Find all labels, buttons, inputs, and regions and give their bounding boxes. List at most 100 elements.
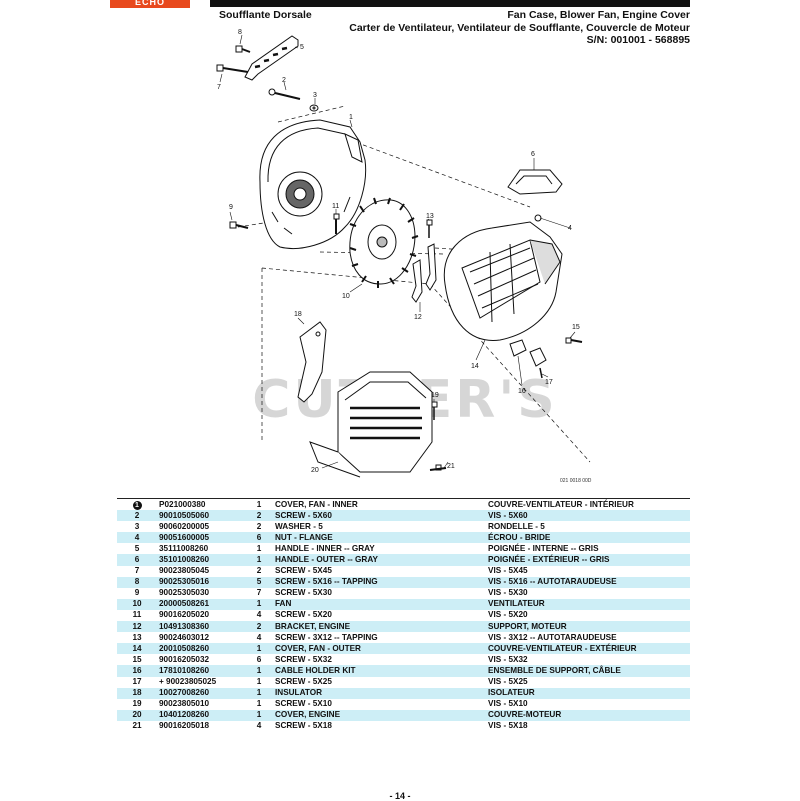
description-en-cell: BRACKET, ENGINE xyxy=(273,621,486,633)
description-fr-cell: COUVRE-VENTILATEUR - EXTÉRIEUR xyxy=(486,643,690,655)
ref-cell: 10 xyxy=(117,598,157,610)
quantity-cell: 2 xyxy=(256,566,262,576)
washer-3 xyxy=(309,104,319,112)
description-fr-cell: SUPPORT, MOTEUR xyxy=(486,621,690,633)
screw-13 xyxy=(426,219,433,238)
page-number: - 14 - xyxy=(389,791,411,801)
description-fr-cell: VIS - 5X30 xyxy=(488,588,528,598)
quantity-cell: 2 xyxy=(245,510,273,522)
description-en-cell: HANDLE - OUTER -- GRAY xyxy=(273,554,486,566)
part-number-cell: 20010508260 xyxy=(157,643,245,655)
quantity-cell: 6 xyxy=(245,532,273,544)
fan xyxy=(349,197,419,288)
part-number-cell: 90024603012 xyxy=(159,632,210,642)
callout-2: 2 xyxy=(282,77,286,84)
assembly-lines xyxy=(237,105,591,463)
part-number-cell: 20000508261 xyxy=(157,598,245,610)
description-en-cell: COVER, ENGINE xyxy=(273,709,486,721)
ref-cell: 7 xyxy=(134,566,140,576)
ref-cell: 11 xyxy=(132,610,142,620)
description-fr-cell: VIS - 5X18 xyxy=(488,721,528,731)
ref-cell: 15 xyxy=(132,654,142,664)
quantity-cell: 1 xyxy=(245,687,273,699)
ref-cell: 2 xyxy=(117,510,157,522)
quantity-cell: 1 xyxy=(256,699,262,709)
screw-11 xyxy=(333,213,340,234)
description-fr-cell: VENTILATEUR xyxy=(486,598,690,610)
ref-cell: 21 xyxy=(132,721,142,731)
callout-15: 15 xyxy=(572,324,580,331)
quantity-cell: 1 xyxy=(245,665,273,677)
figure-code: 021 0018 00D xyxy=(560,478,592,484)
callout-13: 13 xyxy=(426,213,434,220)
ref-cell: 20 xyxy=(117,709,157,721)
description-en-cell: SCREW - 5X10 xyxy=(275,699,332,709)
screw-19 xyxy=(431,401,438,420)
part-number-cell: 90060200005 xyxy=(159,521,210,531)
screw-15 xyxy=(565,337,583,344)
description-en-cell: INSULATOR xyxy=(273,687,486,699)
part-number-cell: 35111008260 xyxy=(159,543,209,553)
description-fr-cell: POIGNÉE - EXTÉRIEUR -- GRIS xyxy=(486,554,690,566)
ref-circle-badge: 1 xyxy=(132,500,142,510)
description-fr-cell: VIS - 3X12 -- AUTOTARAUDEUSE xyxy=(488,632,617,642)
description-fr-cell: COUVRE-VENTILATEUR - INTÉRIEUR xyxy=(486,498,690,511)
quantity-cell: 1 xyxy=(256,543,262,553)
description-fr-cell: VIS - 5X25 xyxy=(488,677,528,687)
ref-cell: 9 xyxy=(134,588,140,598)
callout-19: 19 xyxy=(431,392,439,399)
quantity-cell: 1 xyxy=(245,554,273,566)
callout-17: 17 xyxy=(545,379,553,386)
callout-labels: 8 5 7 2 3 1 9 11 10 13 12 6 4 15 14 16 1… xyxy=(217,29,580,474)
title-english: Fan Case, Blower Fan, Engine Cover xyxy=(507,9,690,21)
description-en-cell: HANDLE - INNER -- GRAY xyxy=(275,543,375,553)
description-en-cell: SCREW - 5X16 -- TAPPING xyxy=(273,576,486,588)
callout-1: 1 xyxy=(349,114,353,121)
description-fr-cell: VIS - 5X32 xyxy=(488,654,528,664)
quantity-cell: 4 xyxy=(256,610,262,620)
description-en-cell: FAN xyxy=(273,598,486,610)
exploded-parts-diagram: 8 5 7 2 3 1 9 11 10 13 12 6 4 15 14 16 1… xyxy=(216,29,591,478)
quantity-cell: 4 xyxy=(256,632,262,642)
title-block: Fan Case, Blower Fan, Engine Cover Carte… xyxy=(349,9,690,47)
part-number-cell: 35101008260 xyxy=(157,554,245,566)
part-number-cell: 10491308360 xyxy=(157,621,245,633)
part-number-cell: P021000380 xyxy=(157,498,245,511)
part-number-cell: 90016205020 xyxy=(159,610,210,620)
callout-18: 18 xyxy=(294,311,302,318)
part-number-cell: 90016205018 xyxy=(159,721,210,731)
description-en-cell: SCREW - 5X18 xyxy=(275,721,332,731)
callout-12: 12 xyxy=(414,314,422,321)
callout-5: 5 xyxy=(300,44,304,51)
description-en-cell: COVER, FAN - INNER xyxy=(273,498,486,511)
callout-8: 8 xyxy=(238,29,242,36)
description-en-cell: SCREW - 5X25 xyxy=(275,677,332,687)
quantity-cell: 2 xyxy=(245,621,273,633)
fan-cover-outer xyxy=(443,221,563,341)
description-fr-cell: RONDELLE - 5 xyxy=(488,521,545,531)
callout-4: 4 xyxy=(568,225,572,232)
description-fr-cell: VIS - 5X20 xyxy=(488,610,528,620)
screw-9 xyxy=(229,221,249,229)
fan-cover-inner xyxy=(259,119,367,249)
description-fr-cell: ISOLATEUR xyxy=(486,687,690,699)
quantity-cell: 1 xyxy=(245,598,273,610)
part-number-cell: 10401208260 xyxy=(157,709,245,721)
